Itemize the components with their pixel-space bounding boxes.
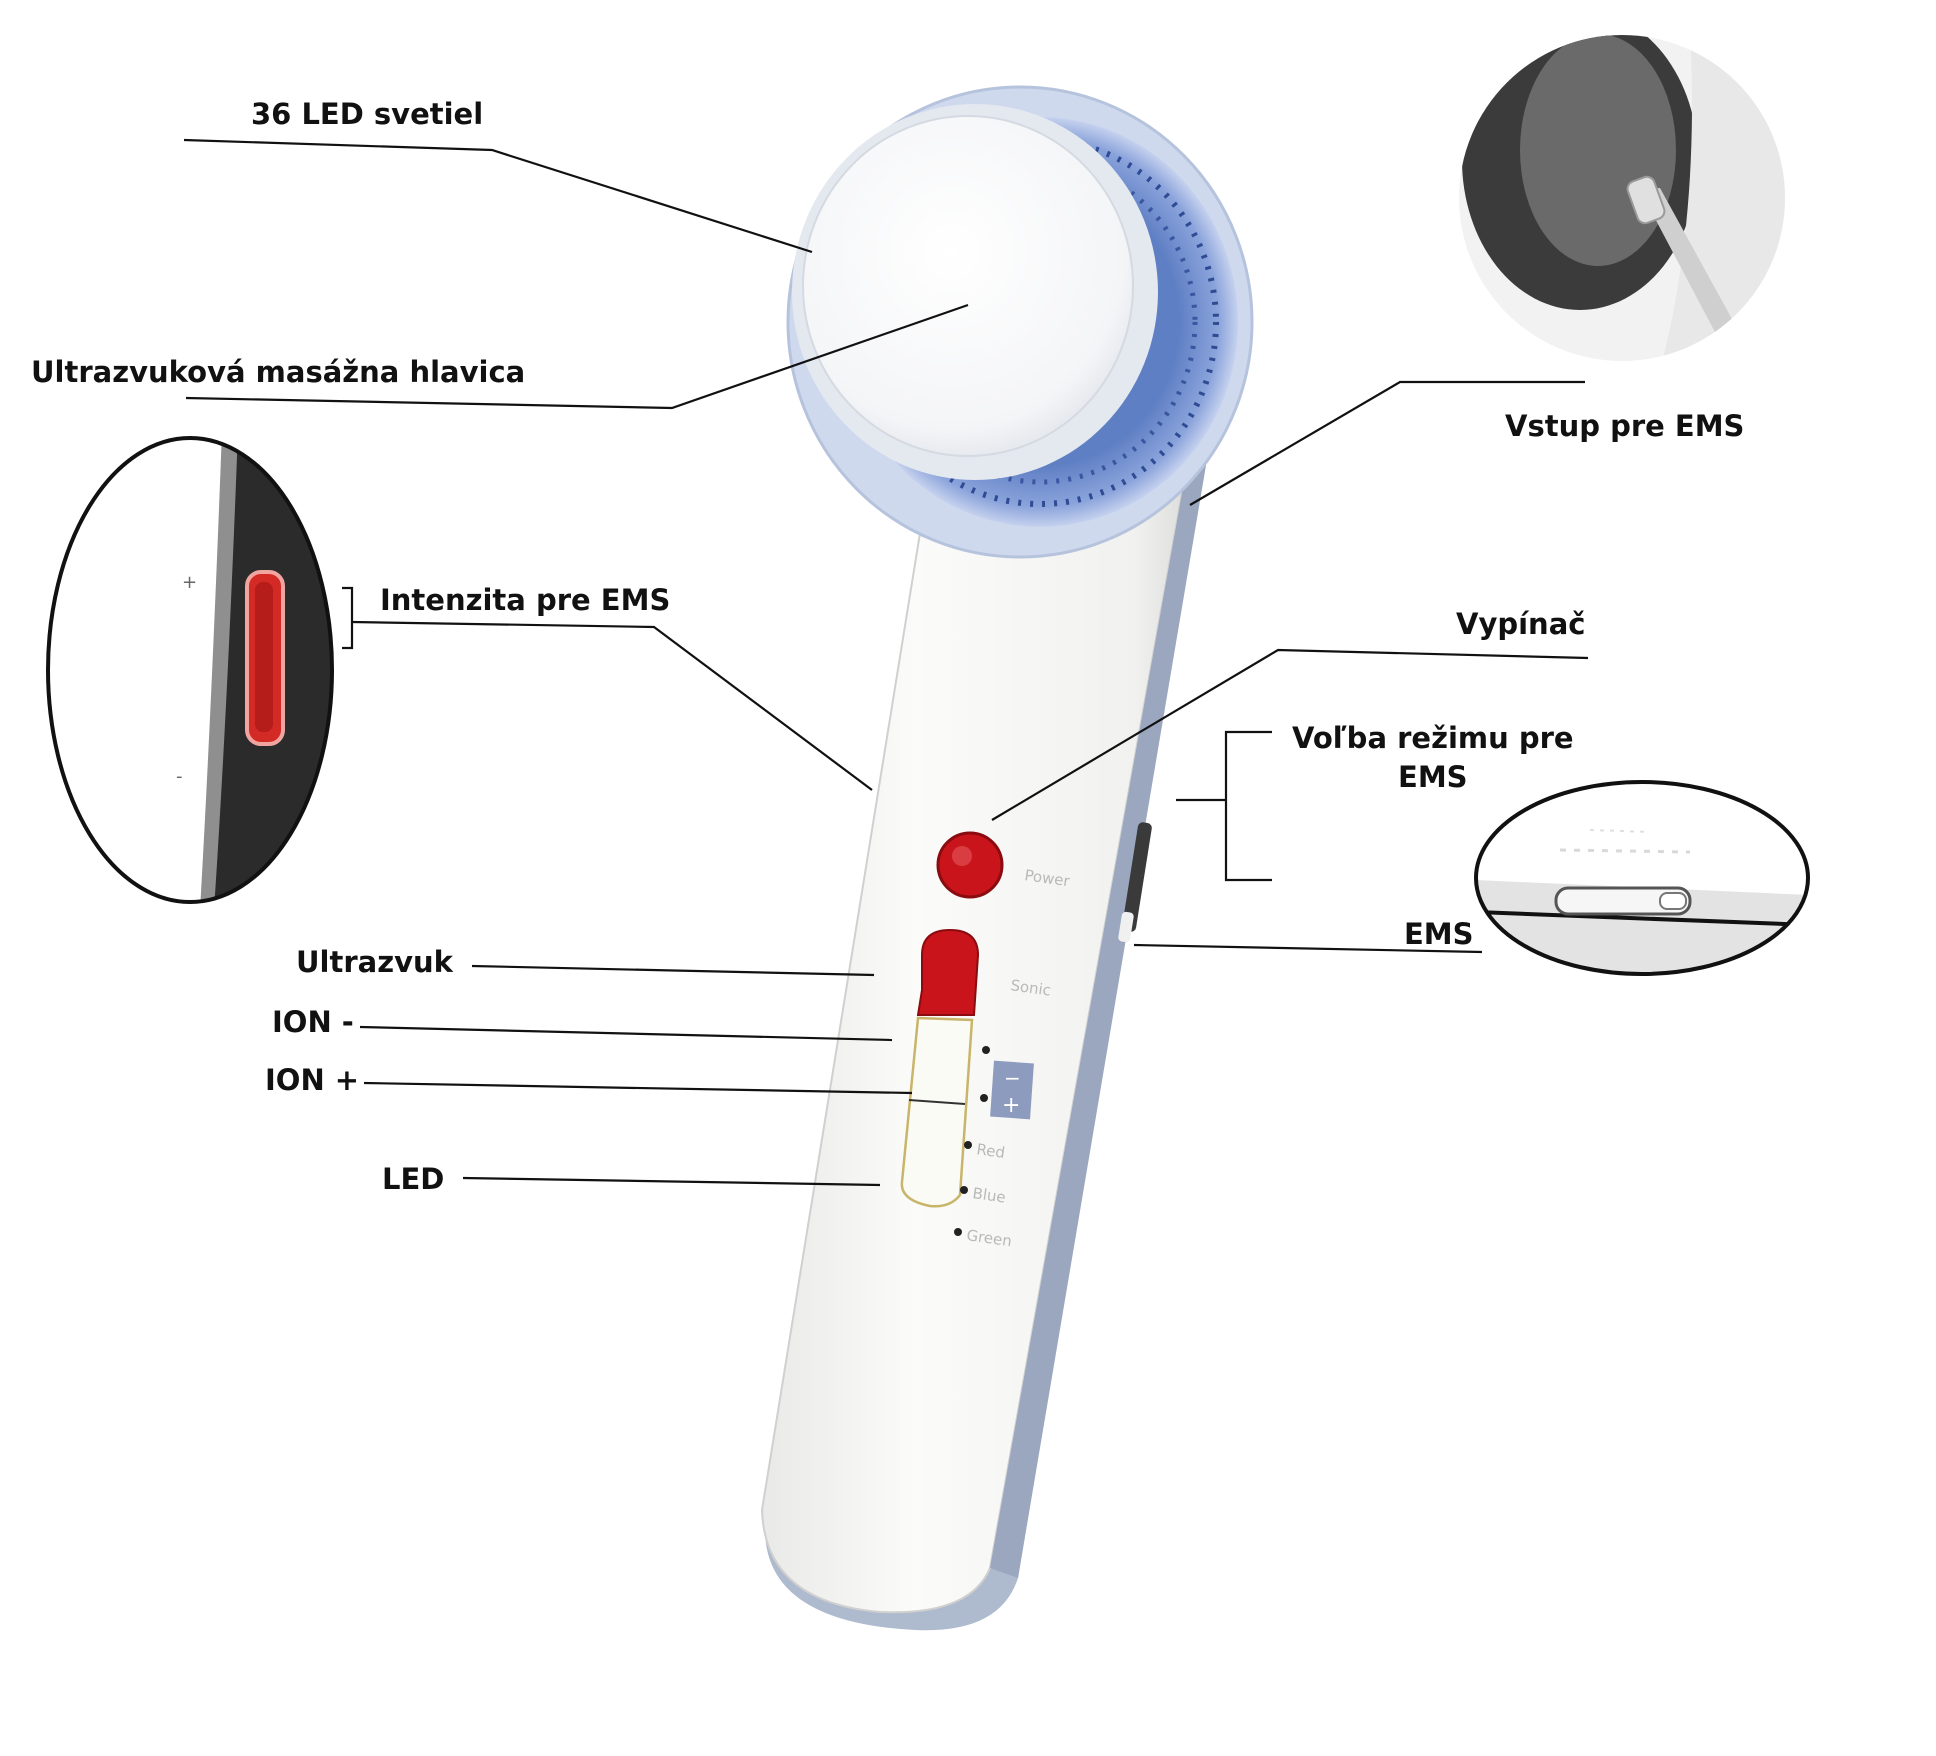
power-button[interactable]	[938, 833, 1002, 897]
zoom-ems-intensity: + -	[40, 430, 350, 910]
callout-36-led-lights: 36 LED svetiel	[251, 98, 483, 131]
ultrasound-head	[788, 87, 1252, 557]
callout-led: LED	[382, 1163, 444, 1196]
intensity-minus-mark: -	[176, 766, 183, 787]
callout-ems-input: Vstup pre EMS	[1505, 410, 1744, 443]
zoom-ems-input	[1455, 10, 1800, 370]
callout-power-switch: Vypínač	[1456, 608, 1585, 641]
callout-ems-mode-line1: Voľba režimu pre	[1292, 722, 1574, 755]
callout-ems-mode-line2: EMS	[1292, 761, 1574, 794]
svg-text:+: +	[1002, 1093, 1020, 1118]
intensity-plus-mark: +	[182, 572, 197, 593]
zoom-ems-mode	[1470, 780, 1810, 980]
svg-text:−: −	[1004, 1066, 1021, 1090]
callout-ems-intensity: Intenzita pre EMS	[380, 584, 670, 617]
callout-ems: EMS	[1404, 918, 1474, 951]
callout-ion-plus: ION +	[265, 1064, 359, 1097]
sonic-button[interactable]	[918, 930, 978, 1015]
callout-ultrasound: Ultrazvuk	[296, 946, 453, 979]
callout-ion-minus: ION -	[272, 1006, 354, 1039]
callout-ultrasound-head: Ultrazvuková masážna hlavica	[31, 356, 525, 389]
callout-ems-mode: Voľba režimu pre EMS	[1292, 722, 1574, 795]
